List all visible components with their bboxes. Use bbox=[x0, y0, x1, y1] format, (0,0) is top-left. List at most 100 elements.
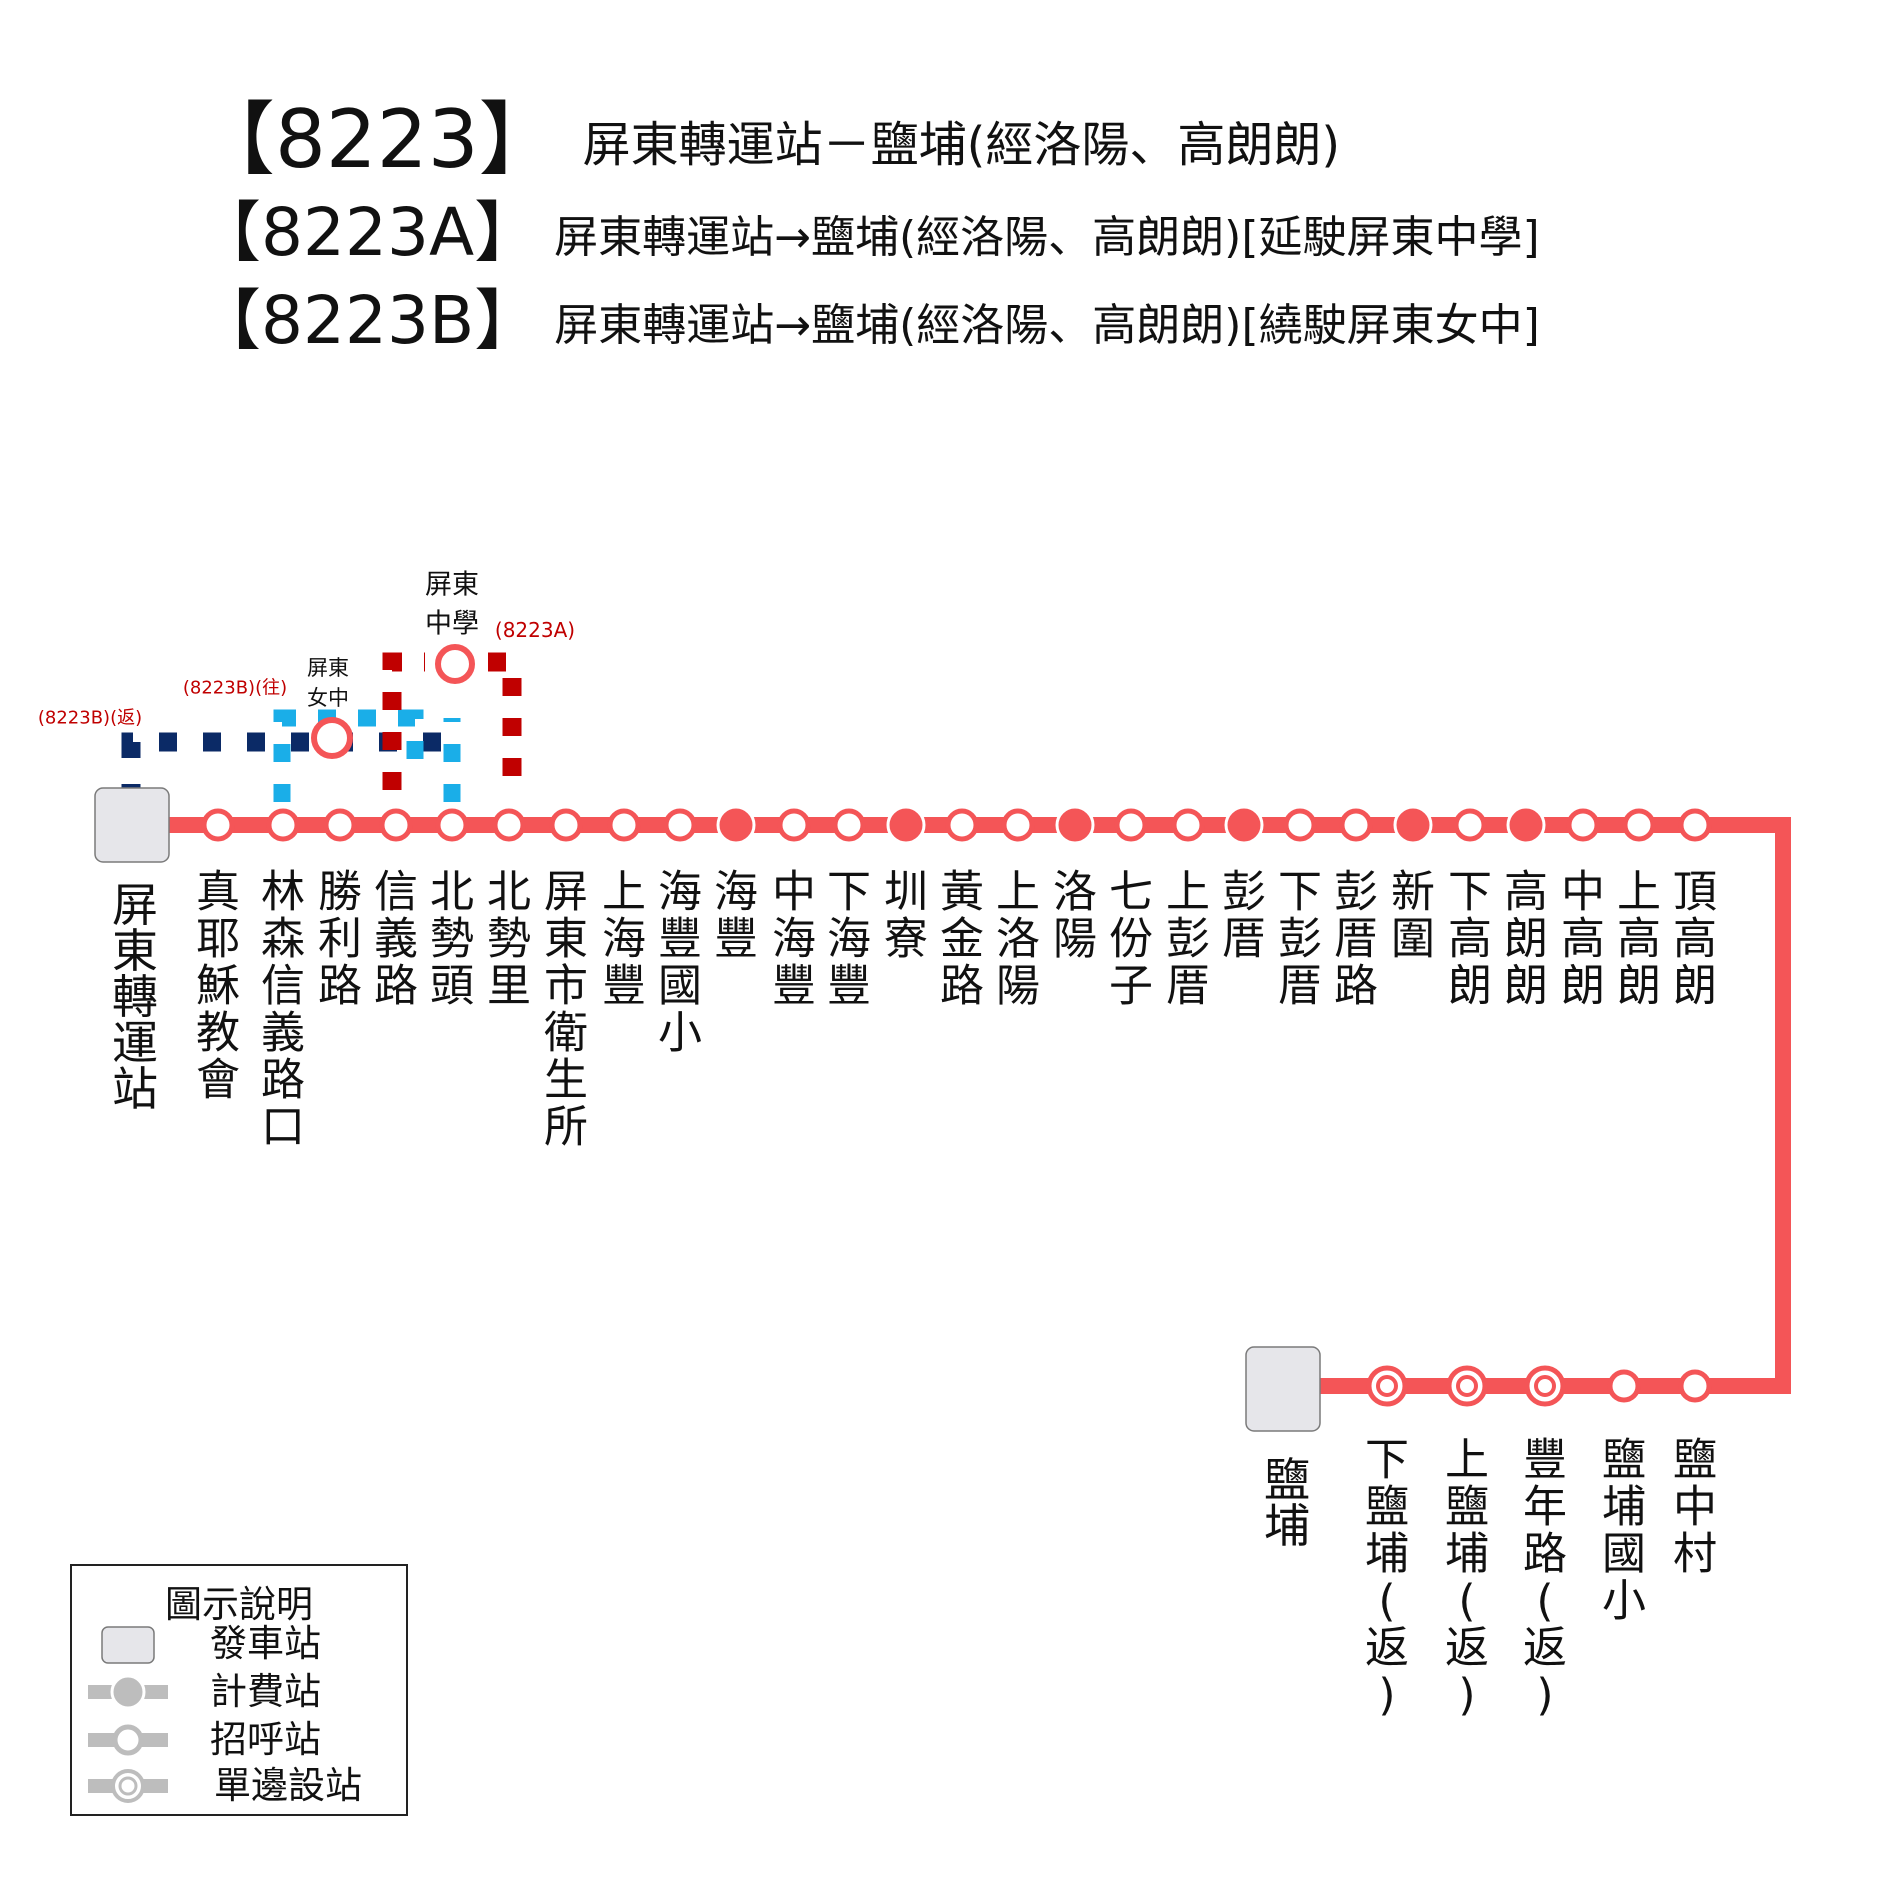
stop-label-char: 埔 bbox=[1445, 1529, 1489, 1580]
one-side-stop-inner bbox=[1534, 1375, 1556, 1397]
stop-label-char: 朗 bbox=[1617, 961, 1661, 1012]
stop-label-char: 圳 bbox=[884, 867, 928, 918]
stop-label: 下鹽埔(返) bbox=[1365, 1435, 1409, 1721]
stop-label-char: 圍 bbox=[1391, 914, 1435, 965]
stop-label-char: 下 bbox=[1365, 1435, 1409, 1486]
stop-label-char: 豐 bbox=[602, 961, 646, 1012]
hail-stop bbox=[1171, 808, 1205, 842]
stop-label-char: 海 bbox=[827, 914, 871, 965]
stop-label-char: 真 bbox=[196, 867, 240, 918]
stop-label-char: 高 bbox=[1617, 914, 1661, 965]
stop-label-char: 林 bbox=[261, 867, 305, 918]
route-description: 屏東轉運站－鹽埔(經洛陽、高朗朗) bbox=[582, 117, 1341, 173]
fare-stop bbox=[1393, 805, 1433, 845]
stop-label-char: 鹽 bbox=[1673, 1435, 1717, 1486]
hail-stop-icon bbox=[88, 1724, 168, 1756]
stop-label-char: 鹽 bbox=[1365, 1482, 1409, 1533]
stop-label-char: 小 bbox=[1602, 1576, 1646, 1627]
stop-label-char: 彭 bbox=[1278, 914, 1322, 965]
stop-label-char: 洛 bbox=[996, 914, 1040, 965]
stop-label-char: 路 bbox=[1523, 1529, 1567, 1580]
stop-label-char: 上 bbox=[996, 867, 1040, 918]
hail-stop bbox=[266, 808, 300, 842]
route-8223a-line bbox=[488, 652, 522, 790]
terminal-end bbox=[1245, 1346, 1321, 1432]
stop-label-char: 返 bbox=[1365, 1623, 1409, 1674]
stop-label-char: 所 bbox=[544, 1102, 588, 1153]
stop-label-char: 小 bbox=[658, 1008, 702, 1059]
stop-label-char: 運 bbox=[112, 1016, 158, 1070]
legend-label: 發車站 bbox=[210, 1622, 321, 1665]
hail-stop bbox=[1114, 808, 1148, 842]
stop-label-char: 國 bbox=[1602, 1529, 1646, 1580]
stop-label-char: 上 bbox=[1166, 867, 1210, 918]
stop-label-char: 朗 bbox=[1504, 914, 1548, 965]
one-side-stop-inner bbox=[1376, 1375, 1398, 1397]
hail-stop bbox=[1453, 808, 1487, 842]
stop-label: 洛陽 bbox=[1053, 867, 1097, 965]
stop-pingtung-high bbox=[435, 644, 475, 684]
stop-label-char: 市 bbox=[544, 961, 588, 1012]
legend-item-hail-stop: 招呼站 bbox=[72, 1718, 406, 1762]
stop-label-char: 鹽 bbox=[1445, 1482, 1489, 1533]
stop-label: 頂高朗 bbox=[1673, 867, 1717, 1012]
route-label-8223b-return: (8223B)(返) bbox=[38, 708, 142, 729]
branch-stop-label: 屏東 bbox=[425, 570, 479, 601]
stop-label: 下海豐 bbox=[827, 867, 871, 1012]
stop-label-char: 豐 bbox=[827, 961, 871, 1012]
legend-item-terminal: 發車站 bbox=[72, 1622, 406, 1666]
legend-title: 圖示說明 bbox=[165, 1583, 313, 1626]
route-description: 屏東轉運站→鹽埔(經洛陽、高朗朗)[繞駛屏東女中] bbox=[554, 300, 1540, 351]
stop-label-char: 衛 bbox=[544, 1008, 588, 1059]
stop-label-char: 利 bbox=[318, 914, 362, 965]
one-side-stop-icon bbox=[88, 1769, 168, 1803]
hail-stop bbox=[777, 808, 811, 842]
stop-label: 北勢里 bbox=[487, 867, 531, 1012]
terminal-end-label: 鹽埔 bbox=[1264, 1453, 1310, 1553]
stop-label-char: 森 bbox=[261, 914, 305, 965]
legend-label: 單邊設站 bbox=[214, 1764, 362, 1807]
stop-label: 下高朗 bbox=[1448, 867, 1492, 1012]
hail-stop bbox=[1622, 808, 1656, 842]
stop-label: 彭厝 bbox=[1222, 867, 1266, 965]
hail-stop bbox=[1001, 808, 1035, 842]
terminal-start bbox=[94, 787, 170, 863]
stop-label: 豐年路(返) bbox=[1523, 1435, 1567, 1721]
stop-label-char: ) bbox=[1536, 1670, 1553, 1721]
stop-label: 上高朗 bbox=[1617, 867, 1661, 1012]
fare-stop bbox=[1224, 805, 1264, 845]
stop-label-char: 高 bbox=[1504, 867, 1548, 918]
route-code: 【8223】 bbox=[195, 93, 559, 186]
stop-label: 中海豐 bbox=[772, 867, 816, 1012]
stop-label-char: 海 bbox=[772, 914, 816, 965]
stop-label-char: 黃 bbox=[940, 867, 984, 918]
stop-label-char: 份 bbox=[1109, 914, 1153, 965]
stop-label-char: 高 bbox=[1561, 914, 1605, 965]
fare-stop bbox=[1506, 805, 1546, 845]
legend-label: 招呼站 bbox=[210, 1718, 321, 1761]
stop-label-char: 七 bbox=[1109, 867, 1153, 918]
hail-stop bbox=[379, 808, 413, 842]
stop-label-char: 豐 bbox=[714, 914, 758, 965]
legend-item-fare-stop: 計費站 bbox=[72, 1670, 406, 1714]
stop-label-char: 信 bbox=[374, 867, 418, 918]
stop-label-char: 中 bbox=[772, 867, 816, 918]
stop-label: 信義路 bbox=[374, 867, 418, 1012]
stop-label-char: 勢 bbox=[487, 914, 531, 965]
hail-stop bbox=[1678, 1369, 1712, 1403]
stop-label-char: 年 bbox=[1523, 1482, 1567, 1533]
route-header-8223a: 【8223A】 屏東轉運站→鹽埔(經洛陽、高朗朗)[延駛屏東中學] bbox=[195, 200, 1540, 266]
stop-label-char: 屏 bbox=[112, 878, 158, 932]
stop-label: 上海豐 bbox=[602, 867, 646, 1012]
stop-label-char: 厝 bbox=[1222, 914, 1266, 965]
stop-label: 高朗朗 bbox=[1504, 867, 1548, 1012]
stop-label-char: 彭 bbox=[1222, 867, 1266, 918]
hail-stop bbox=[1678, 808, 1712, 842]
legend-box: 圖示說明 發車站 計費站 招呼站 單邊設站 bbox=[70, 1564, 408, 1816]
stop-label: 勝利路 bbox=[318, 867, 362, 1012]
stop-label-char: 頂 bbox=[1673, 867, 1717, 918]
stop-label-char: 埔 bbox=[1365, 1529, 1409, 1580]
